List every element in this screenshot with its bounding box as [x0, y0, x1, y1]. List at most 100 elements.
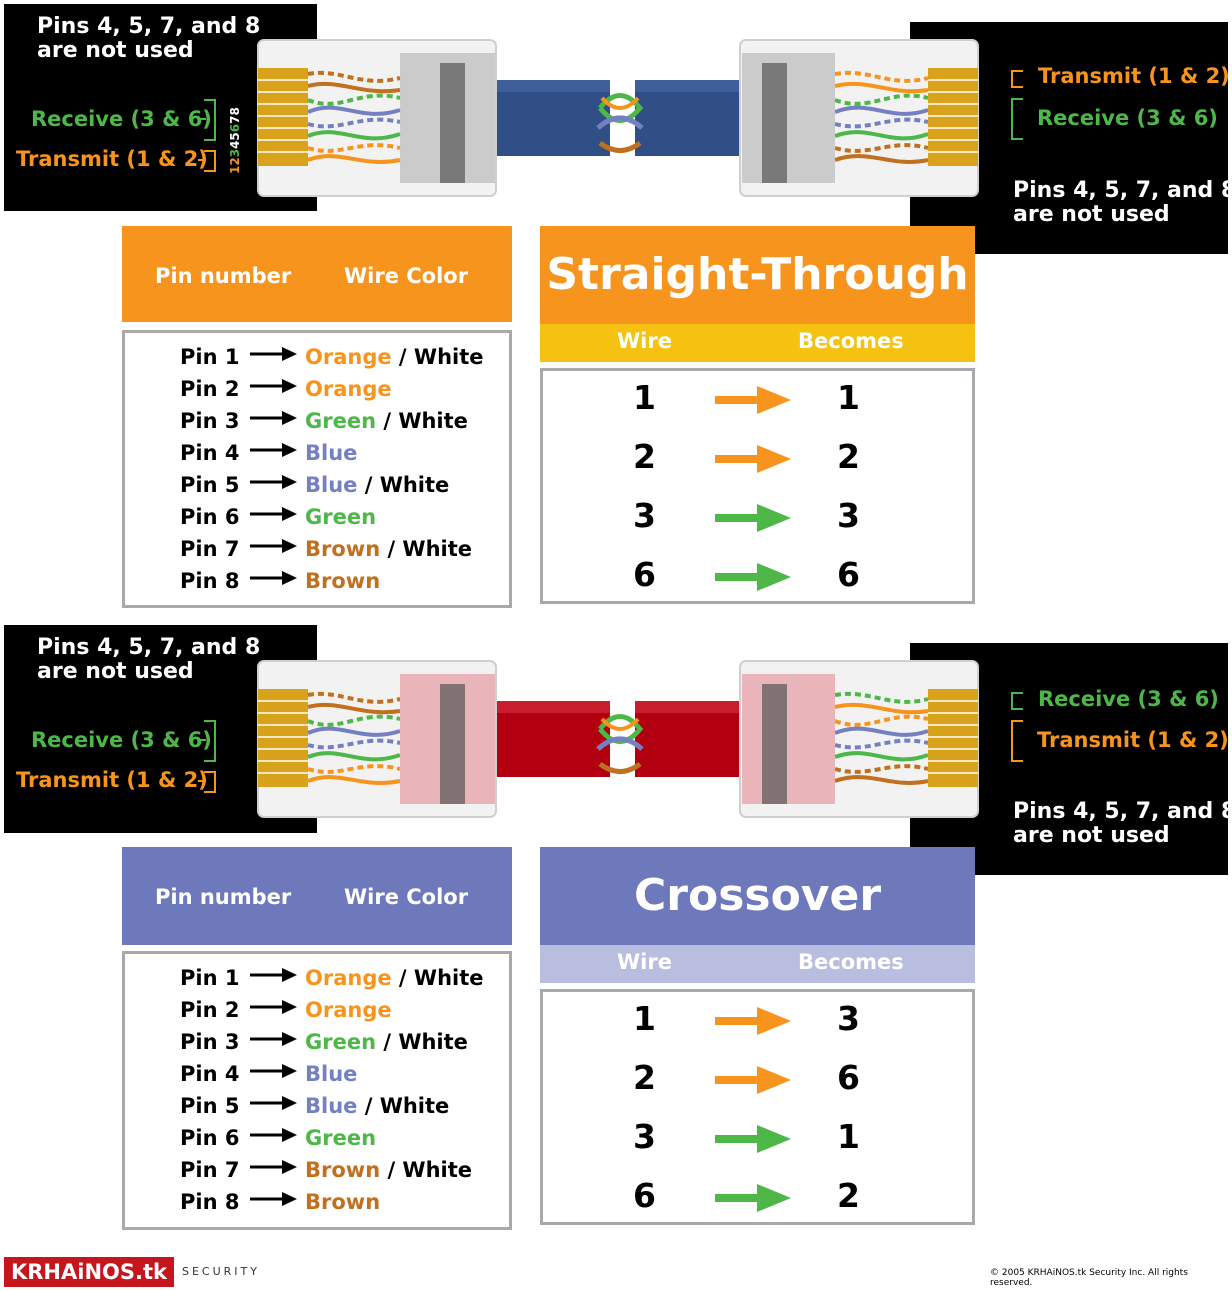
crossover-right-unused-label: Pins 4, 5, 7, and 8 are not used	[1013, 799, 1232, 848]
pin-label: Pin 7	[180, 1158, 240, 1182]
becomes-heading: Becomes	[798, 950, 904, 974]
logo: KRHAiNOS.tk	[4, 1257, 174, 1287]
straight-pin-table-header: Pin number Wire Color	[122, 226, 512, 322]
wire-color-suffix: / White	[380, 1158, 473, 1182]
crossover-right-transmit-bracket	[1011, 720, 1023, 762]
mapping-arrow-icon	[715, 561, 793, 597]
crossover-wire-becomes-bar: Wire Becomes	[540, 945, 975, 983]
arrow-right-icon	[250, 372, 305, 402]
wire-color-name: Brown	[305, 1158, 381, 1182]
pin-label: Pin 1	[180, 966, 240, 990]
pin-label: Pin 4	[180, 1062, 240, 1086]
pin-label: Pin 3	[180, 1030, 240, 1054]
straight-left-receive-label: Receive (3 & 6)	[31, 107, 212, 131]
wire-heading: Wire	[617, 329, 672, 353]
wire-color-name: Orange	[305, 966, 392, 990]
arrow-right-icon	[250, 961, 305, 991]
wire-color-name: Green	[305, 409, 377, 433]
wire-color-name: Green	[305, 505, 377, 529]
straight-left-receive-tick	[198, 118, 206, 120]
arrow-right-icon	[250, 500, 305, 530]
pin-row: Pin 7 Brown / White	[180, 1155, 472, 1185]
security-wordmark: SECURITY	[182, 1265, 260, 1278]
straight-right-receive-bracket	[1011, 98, 1023, 140]
straight-left-receive-bracket	[204, 99, 216, 141]
wire-color-suffix: / White	[376, 409, 468, 433]
straight-right-transmit-label: Transmit (1 & 2)	[1038, 64, 1230, 88]
arrow-right-icon	[250, 564, 305, 594]
arrow-right-icon	[250, 1025, 305, 1055]
pin-row: Pin 4 Blue	[180, 1059, 357, 1089]
mapping-arrow-icon	[715, 443, 793, 479]
wire-color-name: Green	[305, 1126, 377, 1150]
becomes-number: 2	[837, 437, 860, 476]
crossover-left-receive-bracket	[204, 720, 216, 762]
crossover-pin-table-header: Pin number Wire Color	[122, 847, 512, 945]
wire-color-name: Green	[305, 1030, 377, 1054]
pin-number-heading: Pin number	[155, 885, 292, 909]
straight-cable-illustration	[257, 39, 979, 197]
mapping-arrow-icon	[715, 1064, 793, 1100]
copyright: © 2005 KRHAiNOS.tk Security Inc. All rig…	[990, 1268, 1188, 1288]
wire-number: 1	[633, 999, 656, 1038]
crossover-right-receive-bracket	[1011, 692, 1023, 710]
becomes-number: 2	[837, 1176, 860, 1215]
crossover-right-transmit-label: Transmit (1 & 2)	[1037, 728, 1229, 752]
arrow-right-icon	[250, 532, 305, 562]
pin-label: Pin 5	[180, 473, 240, 497]
straight-right-unused-label: Pins 4, 5, 7, and 8 are not used	[1013, 178, 1232, 227]
wire-color-suffix: / White	[391, 345, 484, 369]
wire-color-name: Blue	[305, 473, 358, 497]
straight-pin-table	[122, 330, 512, 608]
pin-number-heading: Pin number	[155, 264, 292, 288]
pin-row: Pin 6 Green	[180, 1123, 376, 1153]
pin-label: Pin 8	[180, 1190, 240, 1214]
arrow-right-icon	[250, 993, 305, 1023]
wire-color-name: Blue	[305, 441, 358, 465]
crossover-pin-table	[122, 951, 512, 1230]
becomes-number: 1	[837, 378, 860, 417]
becomes-number: 6	[837, 1058, 860, 1097]
pin-label: Pin 2	[180, 377, 240, 401]
crossover-left-unused-label: Pins 4, 5, 7, and 8 are not used	[37, 635, 261, 684]
crossover-right-receive-label: Receive (3 & 6)	[1038, 687, 1219, 711]
wire-color-name: Brown	[305, 1190, 381, 1214]
arrow-right-icon	[250, 404, 305, 434]
wire-color-name: Blue	[305, 1062, 358, 1086]
becomes-number: 1	[837, 1117, 860, 1156]
straight-right-transmit-bracket	[1011, 70, 1023, 88]
wire-number: 1	[633, 378, 656, 417]
crossover-cable-illustration	[257, 660, 979, 818]
wire-color-heading: Wire Color	[344, 885, 469, 909]
mapping-arrow-icon	[715, 1123, 793, 1159]
arrow-right-icon	[250, 436, 305, 466]
straight-left-unused-label: Pins 4, 5, 7, and 8 are not used	[37, 14, 261, 63]
crossover-left-transmit-bracket	[204, 771, 216, 793]
wire-color-name: Orange	[305, 998, 392, 1022]
becomes-number: 3	[837, 999, 860, 1038]
arrow-right-icon	[250, 1153, 305, 1183]
crossover-left-receive-tick	[198, 739, 206, 741]
wire-color-heading: Wire Color	[344, 264, 469, 288]
crossover-left-receive-label: Receive (3 & 6)	[31, 728, 212, 752]
mapping-arrow-icon	[715, 1005, 793, 1041]
pin-label: Pin 2	[180, 998, 240, 1022]
pin-label: Pin 6	[180, 1126, 240, 1150]
arrow-right-icon	[250, 1089, 305, 1119]
mapping-arrow-icon	[715, 1182, 793, 1218]
wire-number: 3	[633, 496, 656, 535]
arrow-right-icon	[250, 1185, 305, 1215]
crossover-left-transmit-tick	[198, 780, 206, 782]
crossover-left-transmit-label: Transmit (1 & 2)	[16, 768, 208, 792]
